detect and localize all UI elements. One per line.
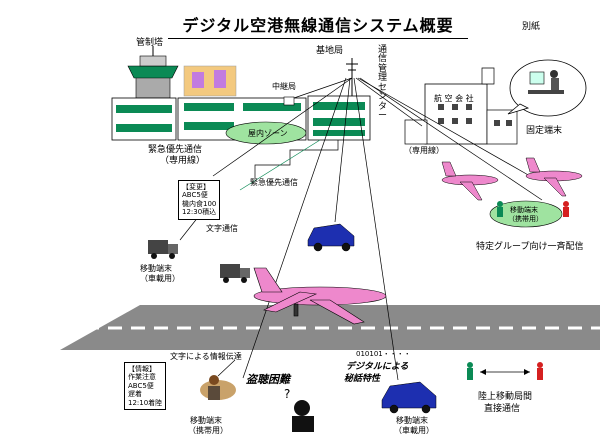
- info-note-line: 12:10着陸: [128, 398, 163, 407]
- text-comm-label: 文字通信: [206, 224, 238, 233]
- control-tower-icon: [127, 46, 179, 99]
- emergency-line-label: 緊急優先通信: [148, 145, 203, 155]
- person-icon-red-bottom: [537, 362, 543, 380]
- fixed-terminal-label: 固定端末: [526, 126, 563, 136]
- binary-label: 010101・・・・: [356, 350, 411, 358]
- mobile-terminal-right-label: 移動端末: [510, 206, 538, 214]
- land-mobile-line2: 直接通信: [484, 404, 521, 414]
- relay-station-label: 中継局: [272, 82, 296, 91]
- appendix-label: 別紙: [522, 22, 541, 32]
- airline-label: 航 空 会 社: [434, 94, 474, 103]
- mobile-terminal-bottom-label: 移動端末: [190, 416, 222, 425]
- dedicated-line-label-right: （専用線）: [404, 146, 444, 155]
- truck-icon-left-2: [220, 264, 250, 283]
- person-icon-green-bottom: [467, 362, 473, 380]
- group-broadcast-label: 特定グループ向け一斉配信: [476, 242, 584, 252]
- fixed-terminal-bubble: [507, 59, 587, 117]
- text-info-label: 文字による情報伝達: [170, 352, 242, 361]
- car-icon-top: [307, 223, 355, 252]
- change-note-line: 機内食100: [182, 199, 217, 208]
- dedicated-line-label-left: （専用線）: [160, 156, 206, 166]
- indoor-zone-ellipse: [225, 121, 307, 145]
- emergency-comm-label: 緊急優先通信: [250, 178, 298, 187]
- info-note-box: 【情報】 作業注意 ABC5便 遅着 12:10着陸: [124, 362, 167, 410]
- info-note-line: 【情報】: [128, 365, 156, 373]
- person-icon-green-right: [497, 201, 503, 217]
- info-note-line: 作業注意: [128, 373, 156, 382]
- info-note-line: ABC5便: [128, 381, 154, 390]
- comm-lines: [179, 77, 543, 381]
- airplane-icon-right-1: [441, 161, 499, 201]
- car-icon-bottom: [381, 381, 437, 414]
- worker-icon: [200, 375, 236, 400]
- runway: [60, 305, 600, 350]
- digital-privacy-line2: 秘話特性: [344, 374, 381, 384]
- lounge-image: [183, 65, 237, 97]
- comm-center-label: 通信管理センター: [378, 45, 388, 122]
- airplane-icon-main: [253, 267, 387, 325]
- change-note-line: 【変更】: [182, 183, 210, 191]
- info-note-line: 遅着: [128, 390, 142, 399]
- eavesdropper-icon: ?: [284, 387, 314, 432]
- change-note-line: 12:30積込: [182, 208, 217, 217]
- vehicle-paren-left: （車載用）: [140, 274, 180, 283]
- control-tower-label: 管制塔: [136, 38, 164, 48]
- portable-paren-right: （携帯用）: [508, 215, 543, 223]
- base-station-antenna-icon: [346, 58, 358, 96]
- airplane-icon-right-2: [525, 157, 583, 197]
- person-icon-red-right: [563, 201, 569, 217]
- mobile-terminal-left-label: 移動端末: [140, 264, 172, 273]
- vehicle-paren-bottom: （車載用）: [394, 426, 434, 435]
- land-mobile-line1: 陸上移動局間: [478, 392, 533, 402]
- eavesdrop-label: 盗聴困難: [246, 373, 290, 386]
- mobile-terminal-vehicle-bottom-label: 移動端末: [396, 416, 428, 425]
- svg-text:?: ?: [284, 387, 290, 401]
- airline-building: [404, 67, 518, 145]
- indoor-zone-label: 屋内ゾーン: [248, 129, 288, 138]
- change-note-line: ABC5便: [182, 191, 208, 200]
- digital-privacy-line1: デジタルによる: [346, 362, 409, 372]
- base-station-label: 基地局: [316, 46, 344, 56]
- terminal-building-left: [111, 97, 177, 141]
- group-zone-ellipse: [489, 200, 563, 228]
- portable-paren-bottom: （携帯用）: [188, 426, 228, 435]
- page-title: デジタル空港無線通信システム概要: [168, 12, 468, 39]
- relay-station-icon: [283, 96, 295, 106]
- truck-icon-left-1: [148, 240, 178, 259]
- change-note-box: 【変更】 ABC5便 機内食100 12:30積込: [178, 180, 221, 220]
